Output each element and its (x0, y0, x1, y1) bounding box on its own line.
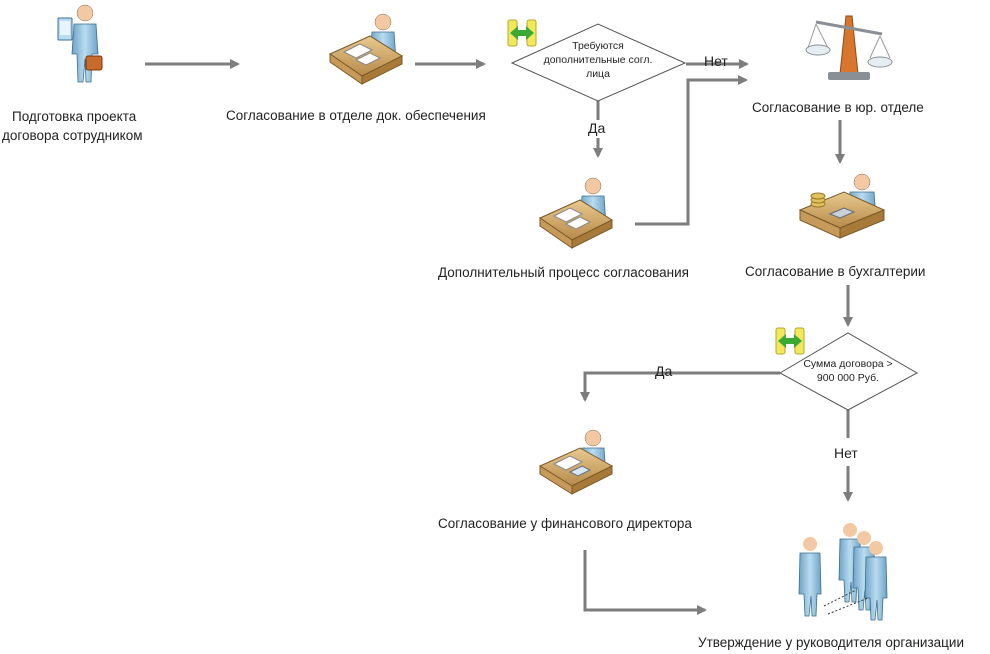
decision-1-line1: Требуются (572, 40, 624, 52)
desk-worker-icon (328, 13, 404, 85)
decision-2-line2: 900 000 Руб. (816, 372, 880, 384)
step-director-label: Утверждение у руководителя организации (698, 635, 964, 650)
arrow-s3-s4 (635, 75, 748, 226)
edge-label-d2-yes: Да (655, 363, 673, 379)
person-briefcase-icon (57, 4, 103, 83)
connectors (145, 59, 853, 615)
decision-2-line1: Сумма договора > (803, 358, 893, 370)
step-prepare-label: Подготовка проекта (12, 109, 137, 124)
edge-label-d1-no: Нет (704, 53, 728, 69)
desk-worker-icon (538, 429, 614, 495)
step-doc-dept-label: Согласование в отделе док. обеспечения (226, 108, 486, 123)
decision-additional-approvers (510, 23, 687, 102)
gateway-icon (507, 19, 537, 47)
decision-contract-amount (778, 332, 919, 411)
step-prepare-label-line2: договора сотрудником (2, 128, 143, 143)
arrow-s6-s7 (583, 550, 707, 615)
step-accounting-label: Согласование в бухгалтерии (745, 264, 926, 279)
decision-1-line2: дополнительные согл. (543, 54, 653, 66)
edge-label-d1-yes: Да (588, 120, 606, 136)
step-additional-label: Дополнительный процесс согласования (438, 265, 689, 280)
gateway-icon (775, 327, 805, 355)
step-legal-label: Согласование в юр. отделе (752, 100, 924, 115)
edge-label-d2-no: Нет (834, 445, 858, 461)
accountant-icon (798, 173, 886, 239)
scales-icon (805, 15, 893, 80)
arrow-d2-s6 (580, 371, 780, 402)
desk-worker-icon (538, 177, 614, 249)
decision-1-line3: лица (586, 68, 610, 80)
group-people-icon (798, 523, 888, 621)
step-cfo-label: Согласование у финансового директора (438, 516, 692, 531)
